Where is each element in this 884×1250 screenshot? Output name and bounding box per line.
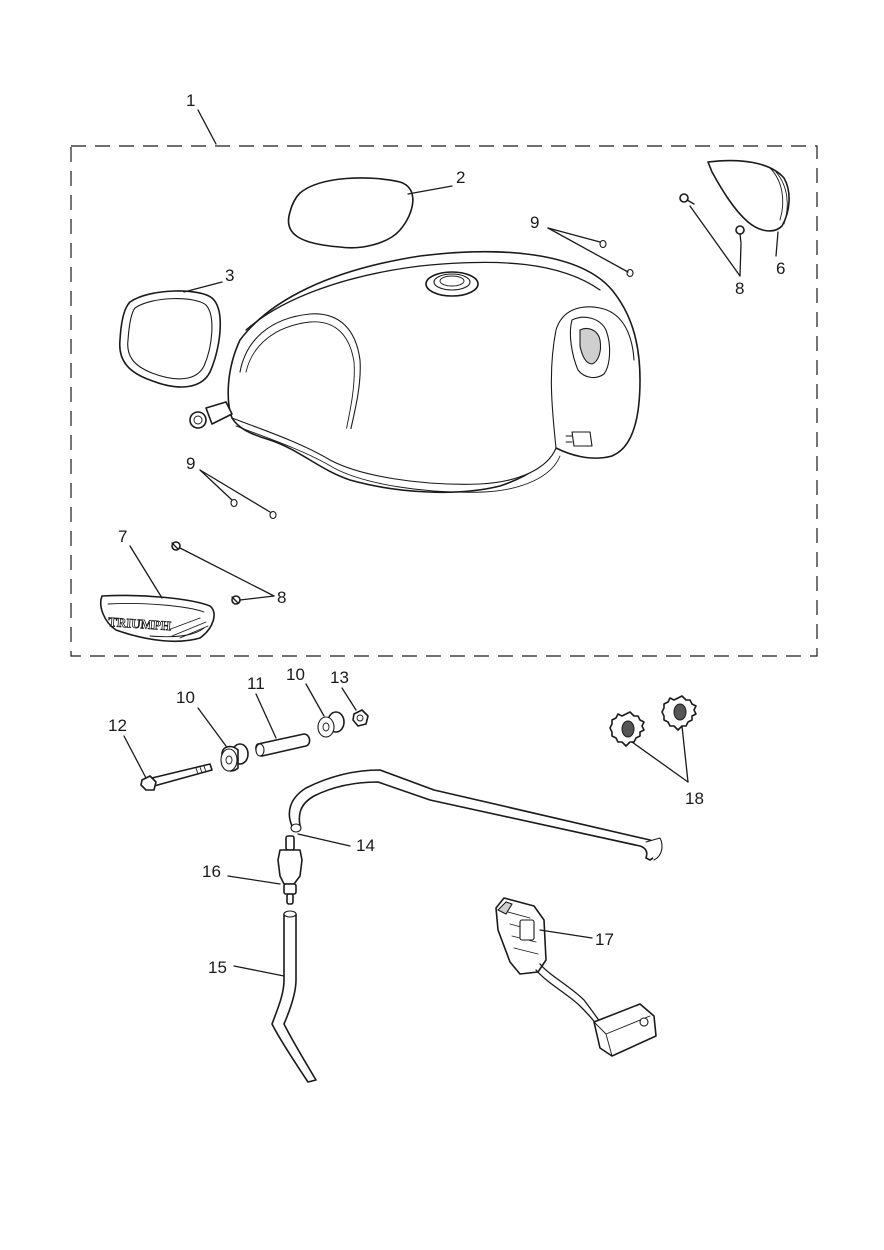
- callout-14: 14: [356, 836, 375, 855]
- callout-2: 2: [456, 168, 465, 187]
- leader-13: [341, 687, 357, 711]
- callout-9-top: 9: [530, 213, 539, 232]
- leader-3: [183, 281, 223, 293]
- leader-9-top-a: [547, 227, 601, 243]
- leader-10-right: [305, 683, 325, 717]
- knee-pad-left: [119, 290, 222, 388]
- kit-boundary: [70, 145, 818, 657]
- gear-18-right: [661, 695, 697, 731]
- callout-8-lower: 8: [277, 588, 286, 607]
- leader-14: [297, 833, 351, 847]
- leader-10-left: [197, 707, 227, 747]
- callout-10-right: 10: [286, 665, 305, 684]
- callout-9-lower: 9: [186, 454, 195, 473]
- badge-logo-text: TRIUMPH: [108, 614, 172, 633]
- grommet-10-right: [317, 711, 345, 738]
- clip-9-top-2: [626, 268, 634, 278]
- leader-lines: [123, 109, 779, 977]
- callouts: 1 2 3 6 8 9 9 7 8 10 11 10 13 12 14 16 1…: [108, 91, 785, 977]
- filter-16: [277, 835, 303, 905]
- sleeve-11: [255, 733, 311, 757]
- callout-15: 15: [208, 958, 227, 977]
- badge-left-triumph: TRIUMPH: [100, 594, 215, 643]
- leader-16: [227, 875, 281, 885]
- leader-9-lower-b: [199, 469, 271, 513]
- leader-8-lower-a: [179, 547, 275, 597]
- callout-6: 6: [776, 259, 785, 278]
- leader-17: [539, 929, 593, 939]
- screw-8-lower-1: [171, 541, 181, 551]
- leader-6: [775, 231, 779, 257]
- leader-8-top-a: [689, 205, 741, 277]
- knee-pad-upper: [287, 177, 414, 249]
- leader-8-top-b: [739, 243, 742, 277]
- callout-17: 17: [595, 930, 614, 949]
- leader-12: [123, 735, 147, 779]
- bolt-12: [140, 763, 213, 791]
- sender-17: [495, 897, 657, 1057]
- leader-1: [197, 109, 217, 145]
- screw-8-top-2: [735, 225, 745, 244]
- callout-7: 7: [118, 527, 127, 546]
- leader-2: [407, 185, 453, 195]
- nut-13: [352, 709, 369, 727]
- screw-8-lower-2: [231, 595, 241, 605]
- callout-11: 11: [247, 674, 265, 693]
- leader-9-lower-a: [199, 469, 233, 501]
- hose-15: [271, 910, 317, 1083]
- fuel-tank: [189, 250, 641, 494]
- callout-18: 18: [685, 789, 704, 808]
- callout-13: 13: [330, 668, 349, 687]
- screw-8-top-1: [679, 193, 695, 205]
- leader-11: [255, 693, 277, 739]
- callout-12: 12: [108, 716, 127, 735]
- callout-1: 1: [186, 91, 195, 110]
- leader-9-top-b: [547, 227, 629, 273]
- clip-9-lower-2: [269, 510, 277, 520]
- clip-9-top-1: [599, 239, 607, 249]
- badge-right: [707, 159, 790, 232]
- leader-7: [129, 545, 163, 599]
- callout-16: 16: [202, 862, 221, 881]
- leader-8-lower-b: [239, 595, 275, 601]
- callout-8-top: 8: [735, 279, 744, 298]
- clip-9-lower-1: [230, 498, 238, 508]
- leader-18-b: [681, 725, 689, 783]
- leader-18-a: [631, 741, 689, 783]
- gear-18-left: [609, 711, 645, 747]
- leader-15: [233, 965, 285, 977]
- callout-3: 3: [225, 266, 234, 285]
- hose-14: [288, 769, 663, 861]
- callout-10-left: 10: [176, 688, 195, 707]
- grommet-10-left: [220, 743, 249, 772]
